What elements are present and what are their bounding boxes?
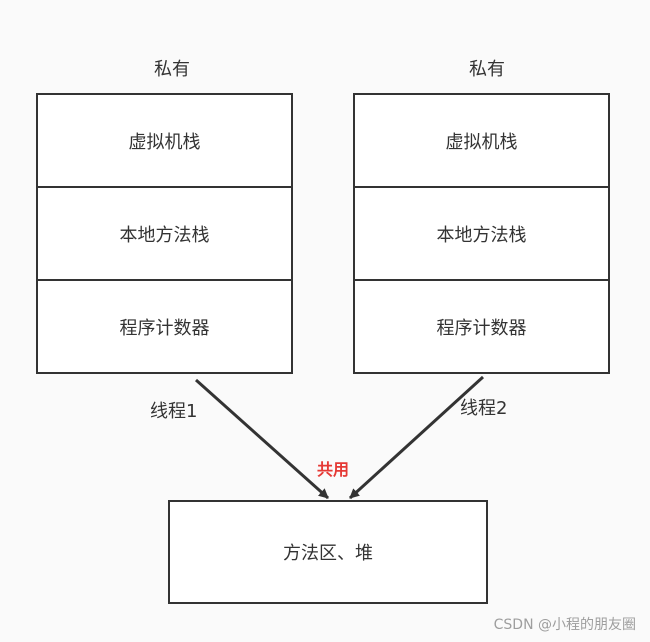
shared-label: 共用 [317, 460, 350, 479]
thread2-memory-column: 虚拟机栈 本地方法栈 程序计数器 [353, 93, 610, 374]
thread1-vm-stack: 虚拟机栈 [36, 93, 293, 188]
watermark: CSDN @小程的朋友圈 [493, 617, 636, 633]
thread2-native-method-stack: 本地方法栈 [353, 186, 610, 281]
thread2-name-label: 线程2 [460, 398, 508, 419]
shared-memory-area-label: 方法区、堆 [283, 543, 373, 564]
shared-memory-area: 方法区、堆 [168, 500, 488, 604]
thread2-program-counter: 程序计数器 [353, 279, 610, 374]
thread1-visibility-label: 私有 [154, 59, 190, 80]
arrow-thread2-to-shared [348, 375, 485, 500]
thread1-name-label: 线程1 [150, 401, 198, 422]
thread2-vm-stack: 虚拟机栈 [353, 93, 610, 188]
arrow-thread1-to-shared [195, 378, 329, 500]
thread1-native-method-stack: 本地方法栈 [36, 186, 293, 281]
thread2-visibility-label: 私有 [469, 59, 505, 80]
thread1-memory-column: 虚拟机栈 本地方法栈 程序计数器 [36, 93, 293, 374]
thread1-program-counter: 程序计数器 [36, 279, 293, 374]
